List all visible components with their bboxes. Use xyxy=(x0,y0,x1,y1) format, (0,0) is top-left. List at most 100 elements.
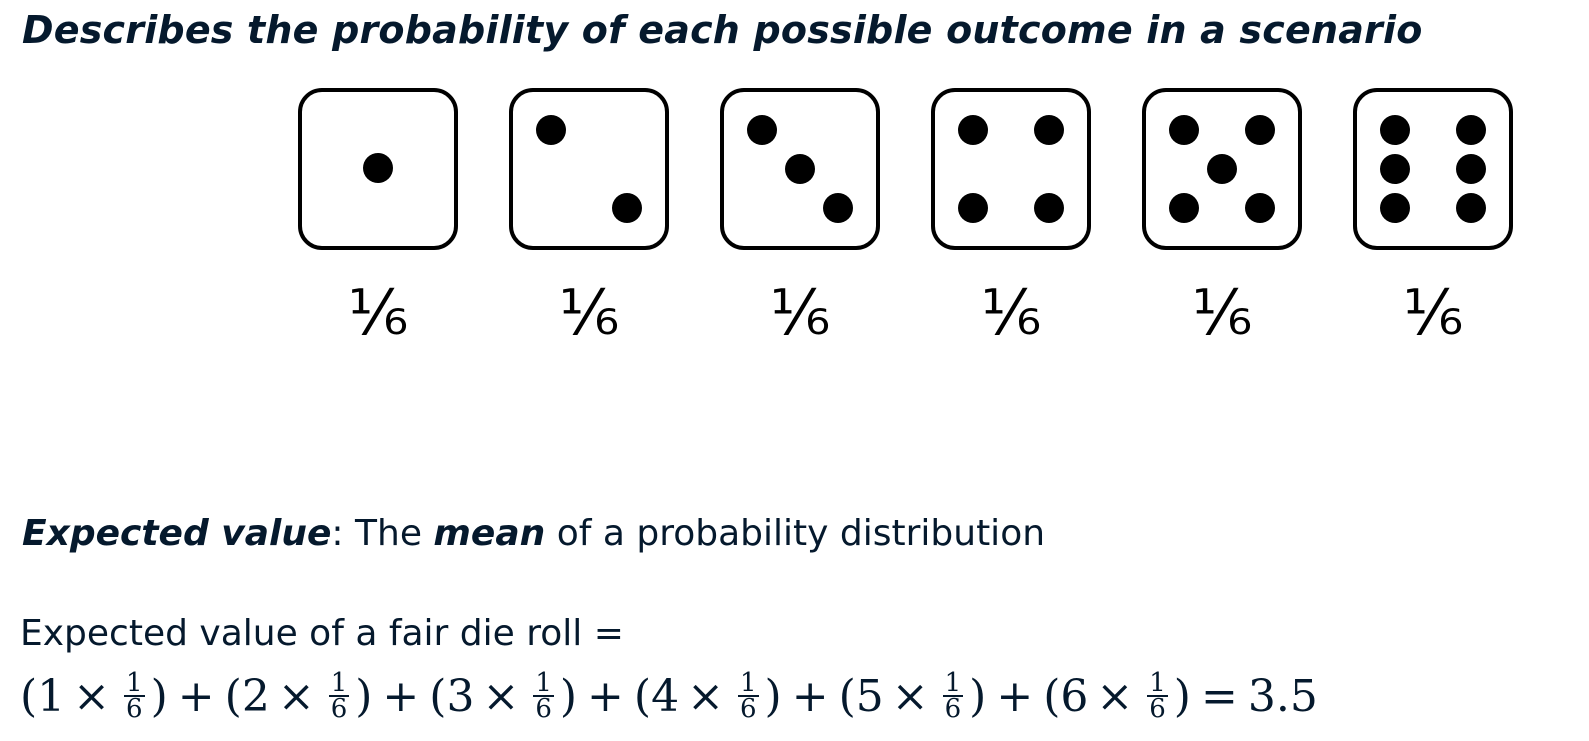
die-pip xyxy=(1456,154,1486,184)
fraction-denominator: 6 xyxy=(330,694,348,724)
die-face-2-icon xyxy=(509,88,669,250)
die-pip xyxy=(1207,154,1237,184)
die-pip xyxy=(1456,193,1486,223)
probability-label-4: ⅙ xyxy=(980,276,1042,349)
fraction-denominator: 6 xyxy=(126,694,143,724)
definition-mean-word: mean xyxy=(433,513,546,554)
die-pip xyxy=(1456,115,1486,145)
probability-label-3: ⅙ xyxy=(769,276,831,349)
die-face-6-icon xyxy=(1353,88,1513,250)
times-sign: × xyxy=(1096,670,1134,722)
fraction-denominator: 6 xyxy=(739,694,757,724)
die-pip xyxy=(1034,193,1064,223)
equals-sign: = xyxy=(1200,670,1238,722)
fraction-numerator: 1 xyxy=(533,668,554,698)
die-face-6 xyxy=(1353,88,1513,250)
die-face-2 xyxy=(509,88,669,250)
fraction-numerator: 1 xyxy=(942,668,964,698)
close-paren: ) xyxy=(559,670,578,722)
page-headline: Describes the probability of each possib… xyxy=(22,8,1423,52)
term-value: 4 xyxy=(651,670,680,722)
open-paren: ( xyxy=(224,670,242,722)
definition-term: Expected value xyxy=(22,513,332,554)
die-outline xyxy=(509,88,669,250)
plus-sign: + xyxy=(587,670,624,722)
die-face-4-icon xyxy=(931,88,1091,250)
open-paren: ( xyxy=(1043,670,1061,722)
close-paren: ) xyxy=(1173,670,1191,722)
fraction-denominator: 6 xyxy=(1149,694,1166,724)
die-outline xyxy=(1353,88,1513,250)
expected-value-definition: Expected value: The mean of a probabilit… xyxy=(22,511,1045,557)
die-pip xyxy=(958,115,988,145)
close-paren: ) xyxy=(355,670,373,722)
definition-the: The xyxy=(343,513,434,554)
die-pip xyxy=(536,115,566,145)
probability-label-2: ⅙ xyxy=(558,276,620,349)
plus-sign: + xyxy=(996,670,1034,722)
fraction-denominator: 6 xyxy=(944,694,962,724)
fraction-numerator: 1 xyxy=(737,668,759,698)
die-pip xyxy=(1169,193,1199,223)
plus-sign: + xyxy=(177,670,215,722)
die-pip xyxy=(747,115,777,145)
fraction-denominator: 6 xyxy=(535,694,552,724)
die-pip xyxy=(1380,193,1410,223)
die-pip xyxy=(1245,193,1275,223)
die-pip xyxy=(1380,154,1410,184)
open-paren: ( xyxy=(429,670,447,722)
die-pip xyxy=(363,153,393,183)
probability-label-6: ⅙ xyxy=(1402,276,1464,349)
die-face-1-icon xyxy=(298,88,458,250)
term-value: 5 xyxy=(855,670,884,722)
probability-label-5: ⅙ xyxy=(1191,276,1253,349)
open-paren: ( xyxy=(838,670,856,722)
die-face-3 xyxy=(720,88,880,250)
die-pip xyxy=(1169,115,1199,145)
die-face-1 xyxy=(298,88,458,250)
close-paren: ) xyxy=(150,670,168,722)
die-pip xyxy=(785,154,815,184)
times-sign: × xyxy=(73,670,111,722)
die-outline xyxy=(931,88,1091,250)
times-sign: × xyxy=(482,670,520,722)
plus-sign: + xyxy=(791,670,829,722)
fraction-numerator: 1 xyxy=(124,668,145,698)
probability-label-1: ⅙ xyxy=(347,276,409,349)
term-value: 3 xyxy=(446,670,475,722)
times-sign: × xyxy=(687,670,724,722)
die-pip xyxy=(612,193,642,223)
open-paren: ( xyxy=(633,670,652,722)
fraction-numerator: 1 xyxy=(328,668,350,698)
expected-value-label: Expected value of a fair die roll = xyxy=(20,613,624,654)
times-sign: × xyxy=(277,670,315,722)
die-face-5-icon xyxy=(1142,88,1302,250)
fraction-numerator: 1 xyxy=(1147,668,1168,698)
term-value: 6 xyxy=(1060,670,1089,722)
die-face-3-icon xyxy=(720,88,880,250)
term-value: 1 xyxy=(37,670,66,722)
close-paren: ) xyxy=(764,670,782,722)
times-sign: × xyxy=(891,670,929,722)
die-pip xyxy=(1245,115,1275,145)
definition-colon: : xyxy=(331,513,344,554)
die-face-5 xyxy=(1142,88,1302,250)
die-pip xyxy=(823,193,853,223)
formula-result: 3.5 xyxy=(1247,670,1318,722)
open-paren: ( xyxy=(20,670,38,722)
die-pip xyxy=(1034,115,1064,145)
die-face-4 xyxy=(931,88,1091,250)
